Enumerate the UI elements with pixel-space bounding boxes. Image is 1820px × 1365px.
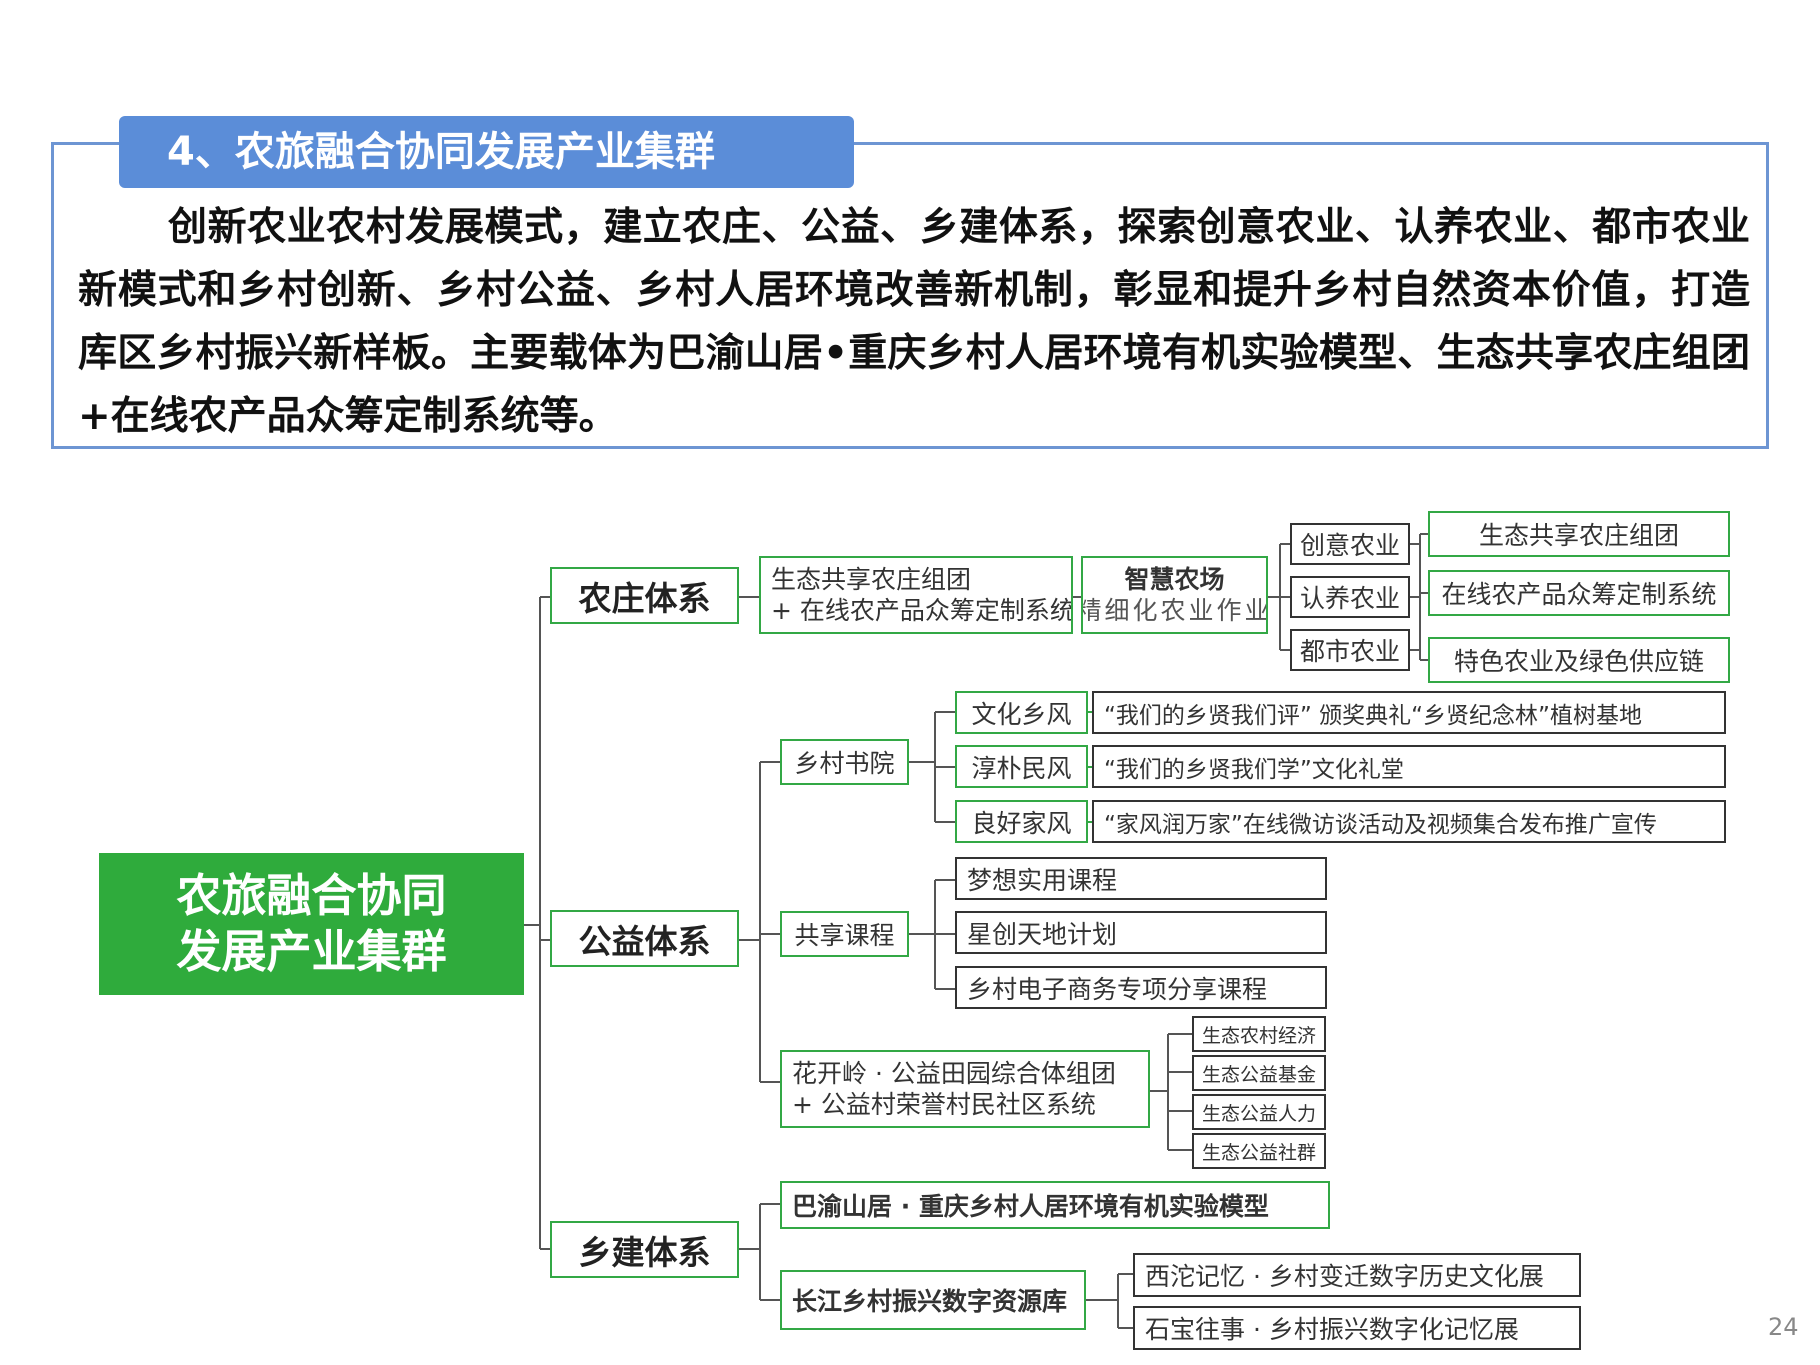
root-node: 农旅融合协同发展产业集群 xyxy=(99,853,524,995)
archive-connector xyxy=(1086,1273,1133,1329)
huakailing-item-economy: 生态农村经济 xyxy=(1192,1016,1326,1052)
root-connector xyxy=(524,596,550,1250)
course-item-star: 星创天地计划 xyxy=(955,911,1327,954)
huakailing-node: 花开岭 · 公益田园综合体组团 + 公益村荣誉村民社区系统 xyxy=(780,1050,1150,1128)
intro-paragraph: 创新农业农村发展模式，建立农庄、公益、乡建体系，探索创意农业、认养农业、都市农业… xyxy=(78,205,1750,439)
farm-output-3: 特色农业及绿色供应链 xyxy=(1428,637,1730,683)
academy-item-culture: 文化乡风 xyxy=(955,691,1088,734)
courses-connector xyxy=(909,879,955,990)
huakailing-line-2: + 公益村荣誉村民社区系统 xyxy=(792,1090,1096,1119)
farm-output-1: 生态共享农庄组团 xyxy=(1428,511,1730,557)
farm-output-connector xyxy=(1410,533,1428,661)
intro-frame xyxy=(51,142,1769,449)
archive-item-shibao: 石宝往事 · 乡村振兴数字化记忆展 xyxy=(1133,1306,1581,1350)
academy-item-folk: 淳朴民风 xyxy=(955,745,1088,788)
farm-connector xyxy=(739,543,1290,651)
farm-system-node: 农庄体系 xyxy=(550,567,739,624)
courses-node: 共享课程 xyxy=(780,911,909,957)
farm-type-creative: 创意农业 xyxy=(1290,523,1410,565)
academy-detail-family: “家风润万家”在线微访谈活动及视频集合发布推广宣传 xyxy=(1092,800,1726,843)
huakailing-line-1: 花开岭 · 公益田园综合体组团 xyxy=(792,1059,1116,1088)
smart-farm-node: 智慧农场 精细化农业作业 xyxy=(1081,556,1268,634)
farm-type-urban: 都市农业 xyxy=(1290,629,1410,671)
huakailing-connector xyxy=(1150,1033,1192,1151)
smart-farm-subtitle: 精细化农业作业 xyxy=(1081,596,1268,625)
huakailing-item-community: 生态公益社群 xyxy=(1192,1133,1326,1169)
farm-group-line-2: + 在线农产品众筹定制系统 xyxy=(771,596,1073,625)
huakailing-item-fund: 生态公益基金 xyxy=(1192,1055,1326,1091)
farm-output-2: 在线农产品众筹定制系统 xyxy=(1428,570,1730,616)
digital-archive-node: 长江乡村振兴数字资源库 xyxy=(780,1270,1086,1330)
course-item-ecommerce: 乡村电子商务专项分享课程 xyxy=(955,966,1327,1009)
farm-type-adoption: 认养农业 xyxy=(1290,576,1410,618)
smart-farm-title: 智慧农场 xyxy=(1124,565,1225,594)
rural-model-node: 巴渝山居 · 重庆乡村人居环境有机实验模型 xyxy=(780,1181,1330,1229)
page-number: 24 xyxy=(1768,1313,1799,1341)
welfare-connector xyxy=(739,761,780,1083)
rural-system-node: 乡建体系 xyxy=(550,1221,739,1278)
farm-group-line-1: 生态共享农庄组团 xyxy=(771,565,972,594)
welfare-system-node: 公益体系 xyxy=(550,910,739,967)
academy-item-family: 良好家风 xyxy=(955,800,1088,843)
academy-detail-ticks xyxy=(1088,711,1092,823)
section-title: 4、农旅融合协同发展产业集群 xyxy=(119,116,854,188)
academy-node: 乡村书院 xyxy=(780,739,909,785)
archive-item-xituo: 西沱记忆 · 乡村变迁数字历史文化展 xyxy=(1133,1253,1581,1297)
academy-detail-folk: “我们的乡贤我们学”文化礼堂 xyxy=(1092,745,1726,788)
farm-group-node: 生态共享农庄组团 + 在线农产品众筹定制系统 xyxy=(759,556,1073,634)
academy-connector xyxy=(909,711,955,823)
academy-detail-culture: “我们的乡贤我们评” 颁奖典礼“乡贤纪念林”植树基地 xyxy=(1092,691,1726,734)
rural-connector xyxy=(739,1203,780,1301)
huakailing-item-manpower: 生态公益人力 xyxy=(1192,1094,1326,1130)
course-item-dream: 梦想实用课程 xyxy=(955,857,1327,900)
